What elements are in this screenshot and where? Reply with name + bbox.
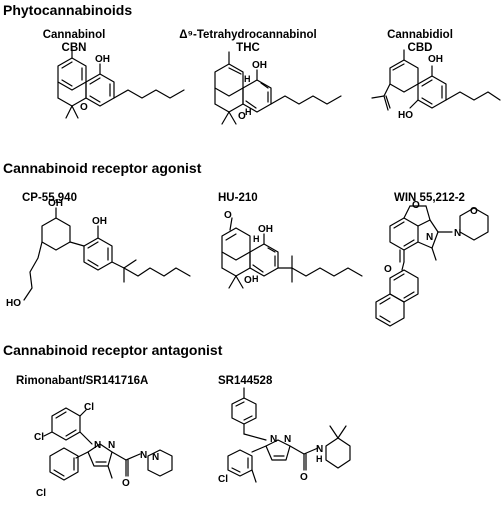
- section-title-antagonist: Cannabinoid receptor antagonist: [3, 342, 223, 358]
- cbn-oh: OH: [95, 54, 110, 65]
- hu-oh: OH: [258, 224, 273, 235]
- rimo-n3: N: [152, 452, 159, 463]
- label-cbd: Cannabidiol CBD: [382, 29, 458, 55]
- rimo-n2: N: [108, 440, 115, 451]
- label-rimonabant: Rimonabant/SR141716A: [16, 375, 149, 387]
- thc-h2: H: [245, 107, 252, 117]
- rimo-cl3: Cl: [36, 488, 46, 499]
- rimo-o: O: [122, 478, 130, 489]
- sr-cl: Cl: [218, 474, 228, 485]
- cp-oh: OH: [48, 198, 63, 209]
- label-cbn-abbr: CBN: [61, 42, 87, 54]
- thc-oh: OH: [252, 60, 267, 71]
- label-win55212: WIN 55,212-2: [394, 192, 465, 204]
- sr-h: H: [316, 454, 323, 464]
- win-o2: O: [470, 206, 478, 217]
- structure-cp55940: [23, 207, 191, 301]
- win-o3: O: [384, 264, 392, 275]
- rimo-nh: N: [140, 450, 147, 461]
- win-n2: N: [454, 228, 461, 239]
- section-title-agonist: Cannabinoid receptor agonist: [3, 160, 202, 176]
- structure-win55212: [375, 205, 489, 327]
- structure-rimonabant: [43, 407, 173, 481]
- label-thc-abbr: THC: [236, 42, 260, 54]
- rimo-cl2: Cl: [84, 402, 94, 413]
- hu-o2: O: [244, 275, 252, 286]
- cp-oh2: OH: [92, 216, 107, 227]
- structure-thc: [214, 51, 342, 125]
- structure-hu210: [221, 217, 363, 289]
- section-title-phytocannabinoids: Phytocannabinoids: [3, 2, 133, 18]
- label-cbn-name: Cannabinol: [42, 29, 106, 41]
- label-sr144528: SR144528: [218, 375, 273, 387]
- hu-h: H: [253, 234, 260, 244]
- label-cp55940: CP-55,940: [22, 192, 77, 204]
- thc-h: H: [244, 74, 251, 84]
- thc-o: O: [238, 111, 246, 122]
- sr-nh: N: [316, 444, 323, 455]
- label-hu210: HU-210: [218, 192, 258, 204]
- structure-cbd: [371, 49, 501, 111]
- cbn-o: O: [80, 102, 88, 113]
- cbd-ho: HO: [398, 110, 413, 121]
- hu-h2: H: [252, 274, 259, 284]
- label-cbd-name: Cannabidiol: [387, 29, 453, 41]
- cp-ho: HO: [6, 298, 21, 309]
- label-thc-name: Δ⁹-Tetrahydrocannabinol: [179, 29, 317, 41]
- rimo-cl: Cl: [34, 432, 44, 443]
- structure-cbn: [57, 47, 185, 119]
- structure-sr144528: [227, 387, 351, 483]
- label-thc: Δ⁹-Tetrahydrocannabinol THC: [172, 29, 324, 55]
- hu-o: O: [224, 210, 232, 221]
- win-n: N: [426, 232, 433, 243]
- win-o: O: [412, 200, 420, 211]
- rimo-n: N: [94, 440, 101, 451]
- label-cbd-abbr: CBD: [407, 42, 433, 54]
- sr-o: O: [300, 472, 308, 483]
- cbd-oh: OH: [428, 54, 443, 65]
- sr-n2: N: [284, 434, 291, 445]
- label-cbn: Cannabinol CBN: [38, 29, 110, 55]
- sr-n: N: [270, 434, 277, 445]
